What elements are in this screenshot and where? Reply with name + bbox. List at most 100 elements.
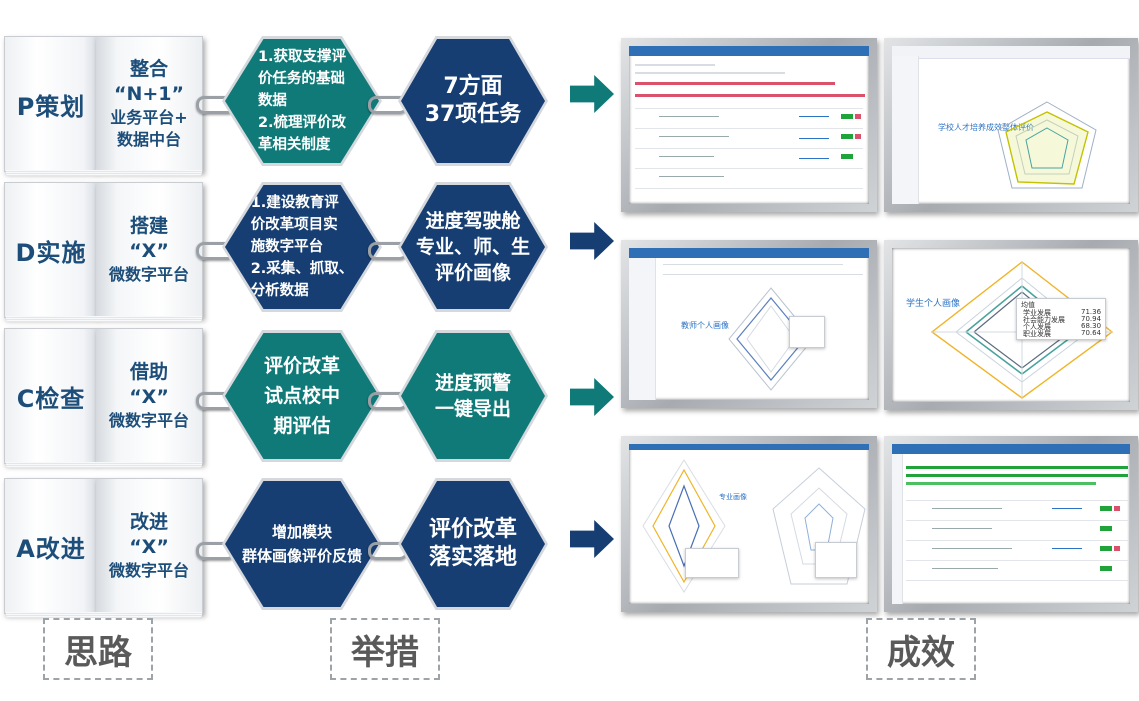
book-card-d: D实施 搭建 “X” 微数字平台 (4, 182, 204, 322)
measure-line: 评价改革 (263, 355, 340, 377)
measure-line: 1.建设教育评 (250, 195, 339, 211)
book-left-page: P策划 (4, 36, 97, 172)
measure-hex-1: 1.获取支撑评 价任务的基础 数据 2.梳理评价改 革相关制度 (222, 36, 382, 166)
arrow-right-1 (570, 75, 614, 113)
tooltip-value: 70.94 (1081, 315, 1102, 323)
radar-title: 学校人才培养成效整体评价 (938, 123, 1034, 132)
measure-line: 1.获取支撑评 (257, 49, 347, 65)
book-right-page: 整合 “N+1” 业务平台+ 数据中台 (96, 36, 203, 172)
book-left-page: D实施 (4, 182, 97, 318)
measure-line: 群体画像评价反馈 (241, 547, 362, 565)
radar-title: 专业画像 (719, 493, 747, 501)
result-hex-fill: 7方面 37项任务 (401, 39, 545, 163)
book-line: 改进 (129, 511, 168, 533)
measure-hex-fill: 增加模块 群体画像评价反馈 (225, 481, 379, 607)
book-pages (6, 462, 202, 468)
measure-line: 2.采集、抓取、 (250, 261, 354, 277)
major-radar-chart-1 (642, 459, 726, 593)
measure-hex-fill: 1.获取支撑评 价任务的基础 数据 2.梳理评价改 革相关制度 (225, 39, 379, 163)
measure-line: 价改革项目实 (250, 217, 338, 233)
student-tooltip: 均值 学业发展 71.36 社会能力发展 70.94 个人发展 68.30 职业… (1016, 298, 1106, 340)
measure-line: 革相关制度 (257, 137, 331, 153)
result-hex-fill: 进度驾驶舱 专业、师、生 评价画像 (401, 185, 545, 309)
book-right-page: 改进 “X” 微数字平台 (96, 478, 203, 614)
book-left-page: C检查 (4, 328, 97, 464)
tooltip-label: 社会能力发展 (1023, 316, 1065, 324)
arrow-right-2 (570, 222, 614, 260)
book-pages (6, 612, 202, 618)
screenshot-feedback-table (884, 436, 1138, 612)
arrow-right-3 (570, 378, 614, 416)
measure-hex-3: 评价改革 试点校中 期评估 (222, 330, 382, 462)
measure-hex-2: 1.建设教育评 价改革项目实 施数字平台 2.采集、抓取、 分析数据 (222, 182, 382, 312)
book-line: 整合 (129, 58, 168, 80)
radar-title: 教师个人画像 (681, 321, 729, 330)
result-line: 专业、师、生 (415, 236, 530, 258)
book-line: 微数字平台 (108, 411, 189, 430)
measure-line: 施数字平台 (250, 239, 324, 255)
book-right-page: 借助 “X” 微数字平台 (96, 328, 203, 464)
school-radar-chart (997, 101, 1097, 189)
result-hex-4: 评价改革 落实落地 (398, 478, 548, 610)
result-hex-3: 进度预警 一键导出 (398, 330, 548, 462)
book-card-c: C检查 借助 “X” 微数字平台 (4, 328, 204, 468)
book-pages (6, 316, 202, 322)
result-line: 7方面 (443, 74, 503, 99)
book-pages (6, 170, 202, 176)
measure-hex-fill: 1.建设教育评 价改革项目实 施数字平台 2.采集、抓取、 分析数据 (225, 185, 379, 309)
result-hex-2: 进度驾驶舱 专业、师、生 评价画像 (398, 182, 548, 312)
tooltip-title: 均值 (1021, 301, 1035, 309)
result-line: 进度预警 (434, 372, 511, 394)
result-hex-fill: 进度预警 一键导出 (401, 333, 545, 459)
measure-line: 2.梳理评价改 (257, 115, 347, 131)
book-line: “X” (129, 536, 169, 558)
screenshot-student-radar: 学生个人画像 均值 学业发展 71.36 社会能力发展 70.94 个人发展 6… (884, 240, 1138, 410)
result-line: 评价改革 (428, 517, 517, 542)
book-line: “N+1” (113, 83, 185, 105)
tooltip-value: 71.36 (1081, 308, 1102, 316)
result-hex-fill: 评价改革 落实落地 (401, 481, 545, 607)
result-line: 评价画像 (434, 262, 511, 284)
book-line: “X” (129, 240, 169, 262)
tooltip-label: 学业发展 (1023, 309, 1051, 317)
phase-title: A改进 (16, 534, 86, 563)
measure-line: 数据 (257, 93, 287, 109)
screenshot-major-radar: 专业画像 (621, 436, 877, 612)
screenshot-school-radar: 学校人才培养成效整体评价 (884, 38, 1138, 212)
book-line: 借助 (129, 361, 168, 383)
result-line: 一键导出 (434, 398, 511, 420)
screenshot-teacher-radar: 教师个人画像 (621, 240, 877, 408)
phase-title: D实施 (15, 238, 87, 267)
phase-title: P策划 (16, 92, 86, 121)
tooltip-label: 职业发展 (1023, 330, 1051, 338)
label-results: 成效 (866, 618, 976, 680)
radar-title: 学生个人画像 (906, 299, 961, 309)
arrow-right-4 (570, 520, 614, 558)
measure-line: 试点校中 (263, 385, 340, 407)
book-line: “X” (129, 386, 169, 408)
measure-hex-4: 增加模块 群体画像评价反馈 (222, 478, 382, 610)
phase-title: C检查 (16, 384, 86, 413)
screenshot-task-list (621, 38, 877, 212)
label-measures: 举措 (330, 618, 440, 680)
book-line: 微数字平台 (108, 561, 189, 580)
result-line: 37项任务 (424, 102, 522, 127)
tooltip-label: 个人发展 (1023, 323, 1051, 331)
tooltip-value: 68.30 (1081, 322, 1102, 330)
result-line: 落实落地 (428, 545, 517, 570)
result-line: 进度驾驶舱 (425, 210, 521, 232)
measure-line: 增加模块 (271, 523, 332, 541)
book-line: 搭建 (129, 215, 168, 237)
book-card-p: P策划 整合 “N+1” 业务平台+ 数据中台 (4, 36, 204, 176)
label-approach: 思路 (43, 618, 153, 680)
book-line: 数据中台 (116, 130, 181, 149)
book-line: 业务平台+ (110, 108, 188, 127)
measure-line: 分析数据 (250, 283, 309, 299)
tooltip-value: 70.64 (1081, 329, 1102, 337)
book-card-a: A改进 改进 “X” 微数字平台 (4, 478, 204, 618)
book-right-page: 搭建 “X” 微数字平台 (96, 182, 203, 318)
measure-line: 价任务的基础 (257, 71, 345, 87)
book-line: 微数字平台 (108, 265, 189, 284)
measure-line: 期评估 (273, 415, 331, 437)
measure-hex-fill: 评价改革 试点校中 期评估 (225, 333, 379, 459)
